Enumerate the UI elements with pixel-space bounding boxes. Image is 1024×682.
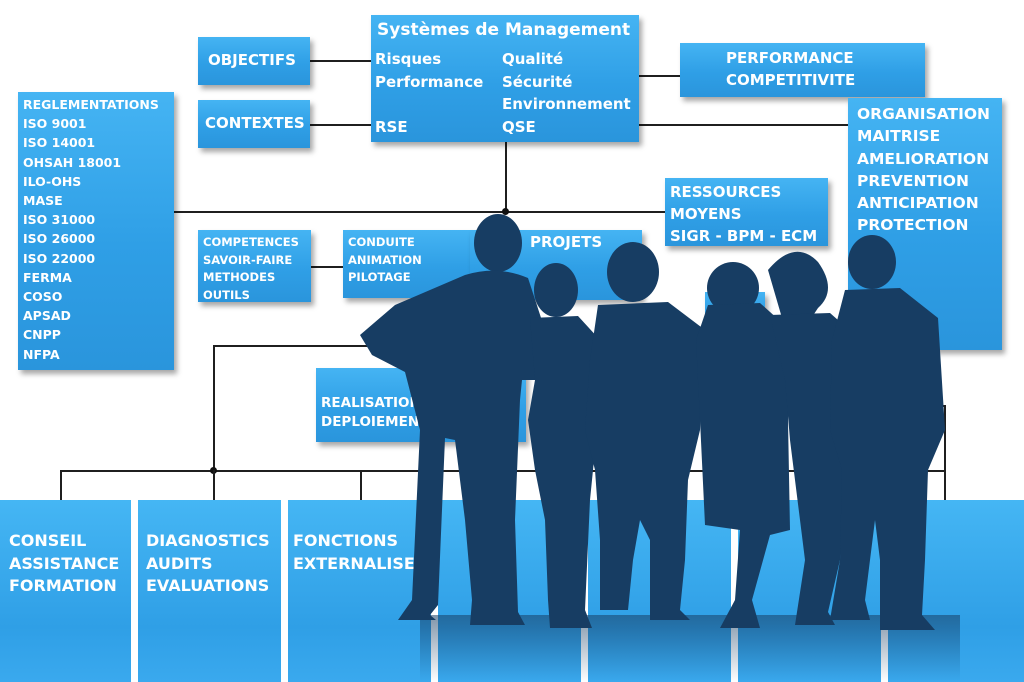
connector-horizontal-main: [174, 211, 668, 213]
reglementations-item: ISO 9001: [23, 116, 87, 132]
conduite-item: PILOTAGE: [348, 270, 411, 284]
floor-reflection: [420, 615, 960, 682]
systemes-environnement: Environnement: [502, 95, 631, 113]
competences-item: COMPETENCES: [203, 235, 299, 249]
diagnostics-item: EVALUATIONS: [146, 576, 270, 595]
reglementations-item: ISO 14001: [23, 135, 96, 151]
objectifs-box: OBJECTIFS: [198, 37, 310, 85]
reglementations-item: ISO 22000: [23, 250, 96, 266]
diagnostics-item: DIAGNOSTICS: [146, 531, 270, 550]
competences-item: SAVOIR-FAIRE: [203, 252, 293, 267]
conseil-box: CONSEIL ASSISTANCE FORMATION: [0, 500, 131, 682]
contextes-box: CONTEXTES: [198, 100, 310, 148]
ressources-item: RESSOURCES: [670, 183, 782, 201]
reglementations-item: MASE: [23, 193, 63, 209]
systemes-title: Systèmes de Management: [377, 20, 631, 40]
conseil-item: CONSEIL: [9, 531, 87, 550]
reglementations-item: APSAD: [23, 308, 71, 324]
connector-competences: [311, 266, 347, 268]
fonctions-item: EXTERNALISEES: [293, 553, 438, 573]
performance-label: PERFORMANCE: [726, 49, 854, 67]
connector-objectifs: [310, 60, 372, 62]
organisation-item: ORGANISATION: [857, 105, 991, 123]
junction-dot: [502, 208, 509, 215]
competences-box: COMPETENCES SAVOIR-FAIRE METHODES OUTILS: [198, 230, 311, 302]
person-silhouette: [360, 214, 945, 630]
systemes-performance: Performance: [375, 73, 484, 91]
conseil-item: FORMATION: [9, 576, 117, 595]
reglementations-item: ISO 31000: [23, 212, 96, 228]
reglementations-box: REGLEMENTATIONS ISO 9001 ISO 14001 OHSAH…: [18, 92, 174, 370]
organisation-item: PROTECTION: [857, 216, 969, 235]
diagnostics-item: AUDITS: [146, 553, 213, 573]
systemes-rse: RSE: [375, 118, 408, 136]
systemes-management-box: Systèmes de Management Risques Performan…: [371, 15, 639, 142]
systemes-securite: Sécurité: [502, 73, 573, 91]
connector-performance: [639, 75, 681, 77]
ressources-item: SIGR - BPM - ECM: [670, 227, 818, 245]
reglementations-item: OHSAH 18001: [23, 154, 122, 170]
organisation-item: AMELIORATION: [857, 149, 990, 168]
objectifs-label: OBJECTIFS: [208, 51, 296, 69]
connector-drop-4: [944, 405, 946, 500]
reglementations-item: REGLEMENTATIONS: [23, 97, 159, 112]
fonctions-box: FONCTIONS EXTERNALISEES: [288, 500, 438, 682]
reglementations-item: NFPA: [23, 346, 60, 362]
ressources-box: RESSOURCES MOYENS SIGR - BPM - ECM: [665, 178, 828, 246]
organisation-item: PREVENTION: [857, 171, 969, 190]
connector-drop-3: [360, 470, 362, 500]
reglementations-item: ISO 26000: [23, 231, 96, 247]
connector-drop-1: [60, 470, 62, 500]
realisation-item: REALISATION: [321, 395, 421, 411]
connector-drop-2: [213, 470, 215, 500]
systemes-risques: Risques: [375, 50, 442, 68]
organisation-item: ANTICIPATION: [857, 194, 979, 213]
connector-center-trunk: [505, 142, 507, 214]
realisation-item: DEPLOIEMENT: [321, 414, 429, 430]
diagnostics-box: DIAGNOSTICS AUDITS EVALUATIONS: [138, 500, 281, 682]
connector-left-vertical: [213, 345, 215, 472]
reglementations-item: COSO: [23, 289, 63, 305]
conduite-item: CONDUITE: [348, 235, 415, 249]
conduite-item: ANIMATION: [348, 252, 422, 267]
conseil-item: ASSISTANCE: [9, 553, 120, 573]
ressources-item: MOYENS: [670, 205, 742, 223]
reglementations-item: CNPP: [23, 327, 61, 343]
organisation-item: MAITRISE: [857, 127, 941, 146]
contextes-label: CONTEXTES: [205, 114, 305, 132]
competitivite-label: COMPETITIVITE: [726, 71, 856, 89]
connector-organisation: [639, 124, 849, 126]
performance-box: PERFORMANCE COMPETITIVITE: [680, 43, 925, 97]
fonctions-item: FONCTIONS: [293, 531, 399, 550]
competences-item: METHODES: [203, 270, 276, 284]
reglementations-item: FERMA: [23, 269, 72, 285]
systemes-qse: QSE: [502, 118, 536, 136]
reglementations-item: ILO-OHS: [23, 173, 82, 189]
systemes-qualite: Qualité: [502, 50, 564, 68]
competences-item: OUTILS: [203, 287, 250, 302]
projets-label: PROJETS: [530, 233, 603, 251]
connector-contextes: [310, 124, 372, 126]
connector-left-drop: [214, 345, 444, 347]
